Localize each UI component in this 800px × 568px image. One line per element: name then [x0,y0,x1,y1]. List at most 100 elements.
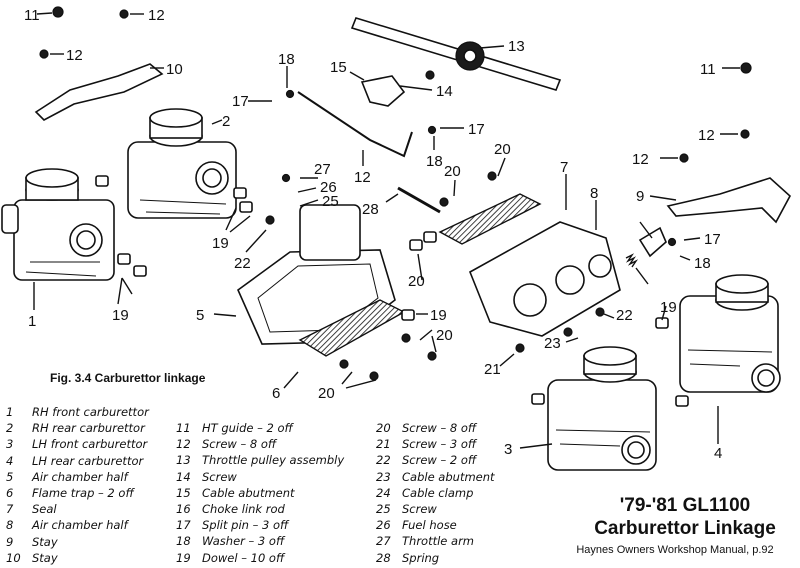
callout-17-right: 17 [704,231,721,248]
legend-number: 6 [6,485,14,500]
rh-rear-carburettor [127,108,237,219]
title-subject: Carburettor Linkage [594,518,776,539]
callout-8: 8 [590,185,598,202]
legend-text: Screw – 8 off [202,437,277,452]
legend-number: 13 [176,453,191,468]
legend-item: 13 Throttle pulley assembly [176,452,376,468]
legend-item: 11 HT guide – 2 off [176,420,376,436]
callout-17-mid: 17 [468,121,485,138]
callout-11-right: 11 [700,61,716,78]
throttle-arm [638,226,667,258]
callout-25: 27 [314,161,331,178]
legend-item: 21 Screw – 3 off [376,436,576,452]
legend-number: 5 [6,469,14,484]
callout-16: 12 [354,169,371,186]
legend-text: Flame trap – 2 off [32,485,134,500]
callout-19-center: 19 [212,235,229,252]
legend-item: 24 Cable clamp [376,485,576,501]
callout-5: 5 [196,307,204,324]
callout-20-upper-left: 20 [444,163,461,180]
legend-text: RH rear carburettor [32,421,145,436]
rh-front-carburettor [1,168,115,281]
callout-18-top: 18 [278,51,295,68]
callout-12-left: 12 [66,47,83,64]
callout-20-bottom: 20 [318,385,335,402]
legend-number: 21 [376,437,391,452]
legend-text: Stay [32,550,58,565]
callout-22-right: 23 [544,335,561,352]
legend-item: 6 Flame trap – 2 off [6,485,206,501]
legend-text: Screw – 8 off [402,421,477,435]
callout-20-mid: 20 [408,273,425,290]
callout-23: 25 [322,193,339,210]
stay-right [666,177,792,224]
legend-text: RH front carburettor [32,405,149,419]
legend-number: 26 [376,518,391,533]
callout-12-mid-right: 12 [632,151,649,168]
legend-text: Cable clamp [402,485,474,500]
callout-4: 4 [714,445,722,462]
legend-number: 27 [376,534,391,549]
callout-13: 13 [508,38,525,55]
callout-18-mid: 18 [426,153,443,170]
legend-text: Dowel – 10 off [202,550,285,565]
callout-3: 3 [504,441,512,458]
legend-number: 28 [376,550,391,565]
legend-text: HT guide – 2 off [202,421,293,435]
legend-text: Air chamber half [32,518,128,533]
callout-7: 7 [560,159,568,176]
callout-14: 14 [436,83,453,100]
callout-12-right: 12 [698,127,715,144]
callout-10: 10 [166,61,183,78]
callout-9: 9 [636,188,644,205]
figure-caption: Fig. 3.4 Carburettor linkage [50,371,206,385]
legend-text: Air chamber half [32,469,128,484]
legend-text: Screw – 3 off [402,437,477,452]
legend-text: Split pin – 3 off [202,518,289,533]
throttle-pulley-assembly [350,17,562,91]
legend-number: 3 [6,437,14,452]
legend-item: 4 LH rear carburettor [6,453,206,469]
spring [625,253,639,268]
callout-19-mid: 19 [430,307,447,324]
legend-number: 14 [176,469,191,484]
fuel-hose [397,186,441,214]
legend-text: LH rear carburettor [32,453,144,468]
legend-text: Throttle arm [402,534,474,549]
legend-text: Seal [32,502,57,517]
legend-text: Throttle pulley assembly [202,453,345,468]
legend-text: Cable abutment [402,469,495,484]
legend-item: 19 Dowel – 10 off [176,550,376,566]
legend-number: 15 [176,485,191,500]
callout-1: 1 [28,313,36,330]
choke-link-rod [297,91,413,158]
callout-17-top: 17 [232,93,249,110]
legend-number: 19 [176,550,191,565]
legend-number: 24 [376,485,391,500]
callout-19-left: 19 [112,307,129,324]
callout-6: 6 [272,385,280,402]
legend-number: 8 [6,518,14,533]
legend-number: 16 [176,501,191,516]
legend-number: 11 [176,421,191,435]
legend-item: 5 Air chamber half [6,469,206,485]
legend-text: Screw – 2 off [402,453,477,468]
flame-trap-right [438,193,542,245]
callout-12-top: 12 [148,7,165,24]
legend-number: 4 [6,453,14,468]
callout-22-left: 22 [234,255,251,272]
callout-numbers: 11 12 12 10 2 13 15 14 18 17 17 18 12 20… [24,7,722,462]
